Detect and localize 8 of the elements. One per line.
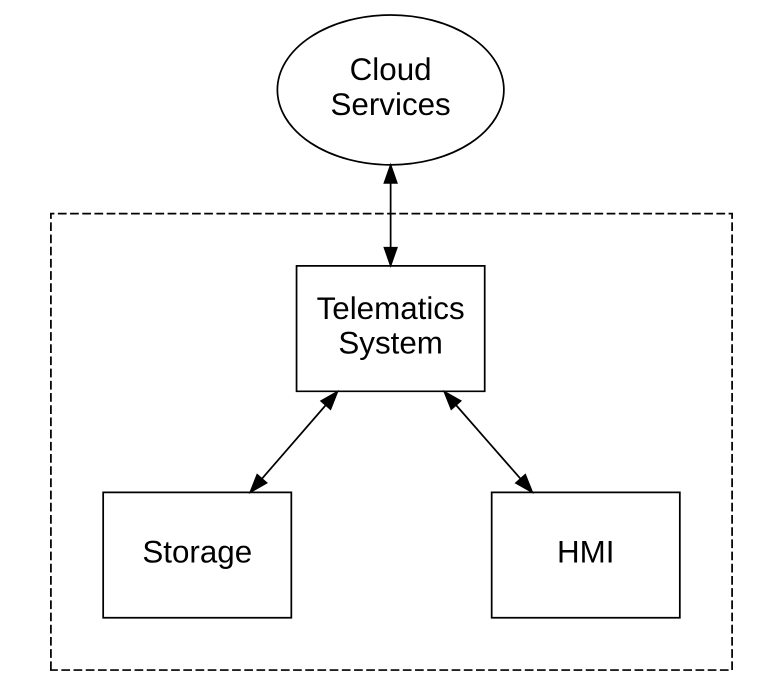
- node-ellipse: Cloud Services: [276, 14, 505, 166]
- arrow: [442, 390, 534, 494]
- arrow: [248, 390, 339, 494]
- node-box: Storage: [102, 492, 292, 619]
- arrow: [383, 162, 398, 268]
- node-box: HMI: [490, 492, 681, 619]
- cluster: [50, 212, 733, 671]
- node-box: Telematics System: [296, 265, 486, 392]
